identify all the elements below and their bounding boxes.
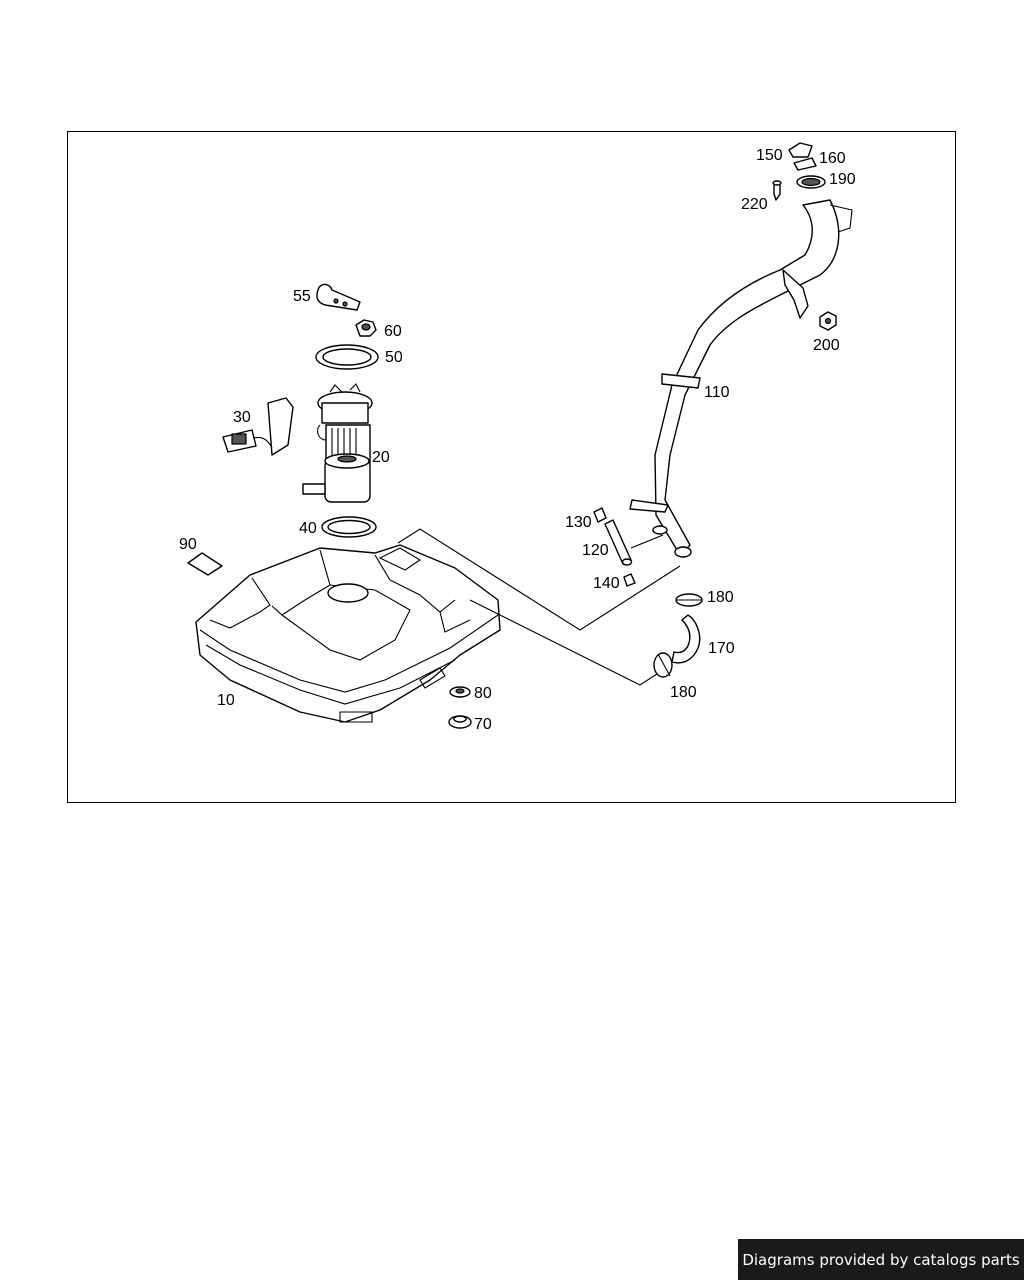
- callout-160: 160: [819, 150, 846, 167]
- callout-180-lower: 180: [670, 684, 697, 701]
- cap-part-130[interactable]: [593, 507, 607, 523]
- washer-part-80[interactable]: [449, 686, 471, 698]
- callout-20: 20: [372, 449, 390, 466]
- lock-ring-part-50[interactable]: [315, 344, 379, 370]
- callout-60: 60: [384, 323, 402, 340]
- callout-220: 220: [741, 196, 768, 213]
- callout-120: 120: [582, 542, 609, 559]
- callout-30: 30: [233, 409, 251, 426]
- hose-clamp-part-180-lower[interactable]: [653, 652, 673, 678]
- callout-170: 170: [708, 640, 735, 657]
- callout-50: 50: [385, 349, 403, 366]
- callout-140: 140: [593, 575, 620, 592]
- callout-180-upper: 180: [707, 589, 734, 606]
- filler-neck-part-110[interactable]: [629, 199, 853, 558]
- callout-55: 55: [293, 288, 311, 305]
- callout-150: 150: [756, 147, 783, 164]
- cap-part-150[interactable]: [788, 142, 813, 158]
- leader-line: [397, 528, 681, 631]
- screw-part-220[interactable]: [772, 180, 782, 201]
- leader-line: [630, 534, 664, 549]
- fuel-level-sender-part-30[interactable]: [222, 397, 294, 456]
- callout-80: 80: [474, 685, 492, 702]
- cap-part-140[interactable]: [623, 573, 636, 587]
- plug-part-70[interactable]: [448, 715, 472, 729]
- vent-hose-part-120[interactable]: [604, 519, 633, 566]
- seal-ring-part-40[interactable]: [321, 516, 377, 538]
- leader-line: [469, 599, 661, 686]
- seal-part-190[interactable]: [796, 175, 826, 189]
- clip-part-160[interactable]: [793, 157, 817, 171]
- nut-part-200[interactable]: [819, 311, 837, 331]
- pad-part-90[interactable]: [187, 552, 223, 576]
- hose-clamp-part-180-upper[interactable]: [675, 593, 703, 607]
- callout-90: 90: [179, 536, 197, 553]
- diagram-frame: [67, 131, 956, 803]
- callout-40: 40: [299, 520, 317, 537]
- fuel-pump-part-20[interactable]: [302, 383, 373, 503]
- fuel-tank-part-10[interactable]: [195, 544, 501, 723]
- callout-200: 200: [813, 337, 840, 354]
- nut-part-60[interactable]: [355, 319, 377, 337]
- callout-130: 130: [565, 514, 592, 531]
- credit-label: Diagrams provided by catalogs parts: [738, 1239, 1024, 1280]
- callout-190: 190: [829, 171, 856, 188]
- retaining-clip-part-55[interactable]: [316, 283, 361, 311]
- hose-part-170[interactable]: [671, 614, 701, 664]
- callout-110: 110: [704, 384, 730, 401]
- callout-10: 10: [217, 692, 235, 709]
- callout-70: 70: [474, 716, 492, 733]
